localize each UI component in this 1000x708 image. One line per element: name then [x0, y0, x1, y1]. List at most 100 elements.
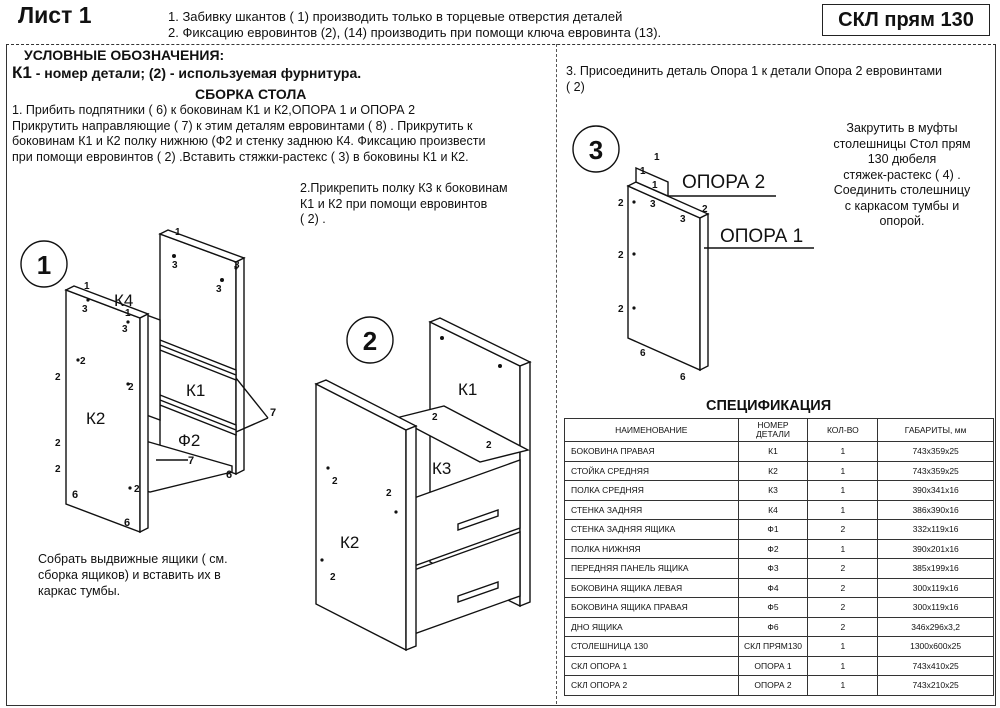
drawers-note: Собрать выдвижные ящики ( см. сборка ящи… — [38, 551, 268, 599]
step-3-line: ( 2) — [566, 79, 585, 94]
step-3b-line: столешницы Стол прям — [833, 136, 971, 151]
hw-num: 3 — [234, 260, 240, 271]
hw-num: 2 — [618, 198, 624, 209]
hw-num: 7 — [270, 407, 276, 419]
hw-num: 3 — [82, 304, 88, 315]
cell-qty: 1 — [807, 499, 879, 520]
hw-num: 6 — [72, 489, 78, 501]
label-f2: Ф2 — [178, 431, 200, 450]
hw-num: 2 — [332, 476, 338, 487]
step-3b-line: опорой. — [879, 214, 925, 228]
step-3b-text: Закрутить в муфты столешницы Стол прям 1… — [822, 121, 982, 230]
spec-title: СПЕЦИФИКАЦИЯ — [706, 398, 832, 414]
col-header-part: НОМЕР ДЕТАЛИ — [737, 418, 809, 442]
cell-size: 332x119x16 — [877, 519, 994, 540]
cell-name: СТОЛЕШНИЦА 130 — [564, 636, 739, 657]
shelf-k3 — [394, 405, 530, 463]
cell-name: ПЕРЕДНЯЯ ПАНЕЛЬ ЯЩИКА — [564, 558, 739, 579]
leader-7 — [235, 377, 269, 419]
cell-name: ПОЛКА НИЖНЯЯ — [564, 538, 739, 559]
cell-qty: 2 — [807, 597, 879, 618]
cell-size: 743x359x25 — [877, 460, 994, 481]
label-k2: К2 — [340, 533, 359, 552]
step-2-line: 2.Прикрепить полку К3 к боковинам — [300, 181, 508, 195]
drawer-handle[interactable] — [457, 509, 499, 531]
label-k2: К2 — [86, 409, 105, 428]
cell-name: ДНО ЯЩИКА — [564, 616, 739, 637]
note-1: 1. Забивку шкантов ( 1) производить толь… — [168, 9, 623, 24]
legend-heading: УСЛОВНЫЕ ОБОЗНАЧЕНИЯ: — [24, 47, 225, 63]
sheet-title: Лист 1 — [18, 2, 92, 28]
cell-part: Ф3 — [737, 558, 809, 579]
panel-k1-side — [235, 256, 245, 476]
leader-7 — [235, 417, 269, 433]
hw-num: 2 — [486, 440, 492, 451]
label-k1: К1 — [458, 380, 477, 399]
cell-qty: 2 — [807, 577, 879, 598]
spec-table: НАИМЕНОВАНИЕ НОМЕР ДЕТАЛИ КОЛ-ВО ГАБАРИТ… — [564, 418, 994, 696]
panel-k1-side — [519, 360, 531, 608]
label-k3: К3 — [432, 459, 451, 478]
step-1-line: 1. Прибить подпятники ( 6) к боковинам К… — [12, 103, 416, 117]
step-circle-3 — [572, 125, 620, 173]
hw-num: 6 — [640, 348, 646, 359]
panel-k2-side — [405, 424, 417, 652]
content-frame — [6, 44, 996, 706]
label-opora-1: ОПОРА 1 — [720, 226, 803, 247]
note-2: 2. Фиксацию евровинтов (2), (14) произво… — [168, 25, 662, 40]
cell-qty: 1 — [807, 675, 879, 696]
product-code: СКЛ прям 130 — [822, 4, 990, 36]
hw-num: 3 — [172, 260, 178, 271]
cell-name: ПОЛКА СРЕДНЯЯ — [564, 480, 739, 501]
step-1-line: боковинам К1 и К2 полку нижнюю (Ф2 и сте… — [12, 134, 486, 148]
cell-name: БОКОВИНА ЯЩИКА ЛЕВАЯ — [564, 577, 739, 598]
step-2-line: ( 2) . — [300, 212, 326, 226]
step-3-line: 3. Присоединить деталь Опора 1 к детали … — [566, 64, 943, 78]
cell-name: СТЕНКА ЗАДНЯЯ ЯЩИКА — [564, 519, 739, 540]
runner-line — [159, 399, 237, 431]
hw-num: 2 — [618, 250, 624, 261]
hw-num: 2 — [55, 464, 61, 475]
cell-qty: 1 — [807, 460, 879, 481]
cell-size: 386x390x16 — [877, 499, 994, 520]
panel-opora-side — [699, 212, 709, 372]
cell-name: СКЛ ОПОРА 1 — [564, 655, 739, 676]
cell-qty: 1 — [807, 480, 879, 501]
cell-size: 346x296x3,2 — [877, 616, 994, 637]
hw-num: 2 — [386, 488, 392, 499]
step-number: 1 — [37, 250, 51, 280]
cell-qty: 1 — [807, 538, 879, 559]
hw-num: 3 — [216, 284, 222, 295]
cell-qty: 2 — [807, 616, 879, 637]
legend-code: К1 — [12, 63, 32, 82]
drawer-handle[interactable] — [457, 581, 499, 603]
diagram-2: 2 К1 К3 К2 2 2 2 2 2 — [314, 316, 532, 652]
step-1-text: 1. Прибить подпятники ( 6) к боковинам К… — [12, 103, 552, 165]
cell-name: БОКОВИНА ПРАВАЯ — [564, 441, 739, 462]
cell-part: К3 — [737, 480, 809, 501]
cell-part: ОПОРА 1 — [737, 655, 809, 676]
step-3b-line: Закрутить в муфты — [846, 121, 958, 135]
step-3-text: 3. Присоединить деталь Опора 1 к детали … — [566, 64, 986, 95]
label-k4: К4 — [114, 291, 133, 310]
hw-num: 2 — [618, 304, 624, 315]
cell-size: 743x410x25 — [877, 655, 994, 676]
hw-num: 2 — [80, 356, 86, 367]
cell-size: 743x210x25 — [877, 675, 994, 696]
cell-name: СКЛ ОПОРА 2 — [564, 675, 739, 696]
step-number: 3 — [589, 135, 603, 165]
step-circle-1 — [20, 240, 68, 288]
hw-num: 6 — [680, 372, 686, 383]
step-3b-line: с каркасом тумбы и — [844, 198, 960, 213]
drawers-note-line: каркас тумбы. — [38, 584, 121, 598]
